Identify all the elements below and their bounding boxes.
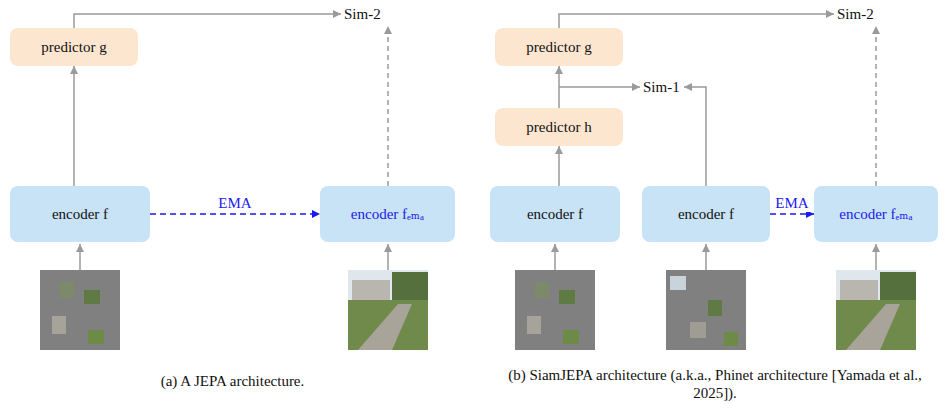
- input-arrow: [875, 244, 877, 270]
- stop-grad-line: [875, 26, 877, 186]
- image-patch: [559, 290, 575, 304]
- sim-line: [684, 87, 706, 186]
- encoder-box: encoder f: [10, 186, 150, 242]
- node-text: encoder f: [52, 206, 108, 223]
- node-text: encoder f: [527, 206, 583, 223]
- connector: [770, 213, 814, 215]
- image-patch: [52, 316, 66, 334]
- image-patch: [535, 282, 549, 298]
- predictor-box: predictor h: [495, 108, 623, 146]
- predictor-box: predictor g: [495, 28, 623, 66]
- image-patch: [84, 290, 100, 304]
- grass: [836, 300, 916, 350]
- photo: [348, 270, 428, 350]
- edge-label: EMA: [216, 194, 253, 212]
- node-text: predictor g: [41, 39, 106, 56]
- encoder-box: encoder f: [490, 186, 620, 242]
- node-text: predictor h: [526, 119, 591, 136]
- node-text: encoder f: [678, 206, 734, 223]
- input-arrow: [79, 244, 81, 270]
- image-patch: [60, 282, 74, 298]
- node-text: encoder fₑₘₐ: [351, 205, 424, 223]
- connector: [150, 213, 320, 215]
- image-patch: [690, 322, 706, 338]
- image-patch: [563, 330, 579, 344]
- connector: [558, 66, 560, 108]
- sim-line: [559, 86, 640, 88]
- image-patch: [527, 316, 541, 334]
- masked-image: [515, 270, 595, 350]
- mask-ground: [515, 270, 595, 350]
- similarity-label: Sim-1: [643, 78, 680, 96]
- connector: [558, 146, 560, 186]
- node-text: encoder fₑₘₐ: [839, 205, 912, 223]
- path: [358, 304, 412, 350]
- caption: (b) SiamJEPA architecture (a.k.a., Phine…: [485, 366, 945, 402]
- building: [352, 280, 390, 302]
- image-patch: [88, 330, 104, 344]
- stop-grad-line: [387, 26, 389, 186]
- node-text: predictor g: [526, 39, 591, 56]
- caption: (a) A JEPA architecture.: [20, 372, 445, 390]
- input-arrow: [387, 244, 389, 270]
- sim-line: [74, 14, 341, 28]
- ema-encoder-box: encoder fₑₘₐ: [320, 186, 455, 242]
- building: [840, 280, 878, 302]
- path: [846, 304, 900, 350]
- mask-ground: [666, 270, 746, 350]
- mask-ground: [40, 270, 120, 350]
- masked-image: [666, 270, 746, 350]
- masked-image: [40, 270, 120, 350]
- input-arrow: [554, 244, 556, 270]
- image-patch: [708, 300, 722, 316]
- ema-encoder-box: encoder fₑₘₐ: [814, 186, 938, 242]
- image-patch: [670, 276, 686, 290]
- similarity-label: Sim-2: [344, 5, 381, 23]
- connector: [73, 66, 75, 186]
- sim-line: [559, 14, 834, 28]
- encoder-box: encoder f: [642, 186, 770, 242]
- image-patch: [724, 332, 738, 346]
- predictor-box: predictor g: [10, 28, 138, 66]
- edge-label: EMA: [773, 194, 810, 212]
- photo: [836, 270, 916, 350]
- grass: [348, 300, 428, 350]
- input-arrow: [705, 244, 707, 270]
- similarity-label: Sim-2: [837, 5, 874, 23]
